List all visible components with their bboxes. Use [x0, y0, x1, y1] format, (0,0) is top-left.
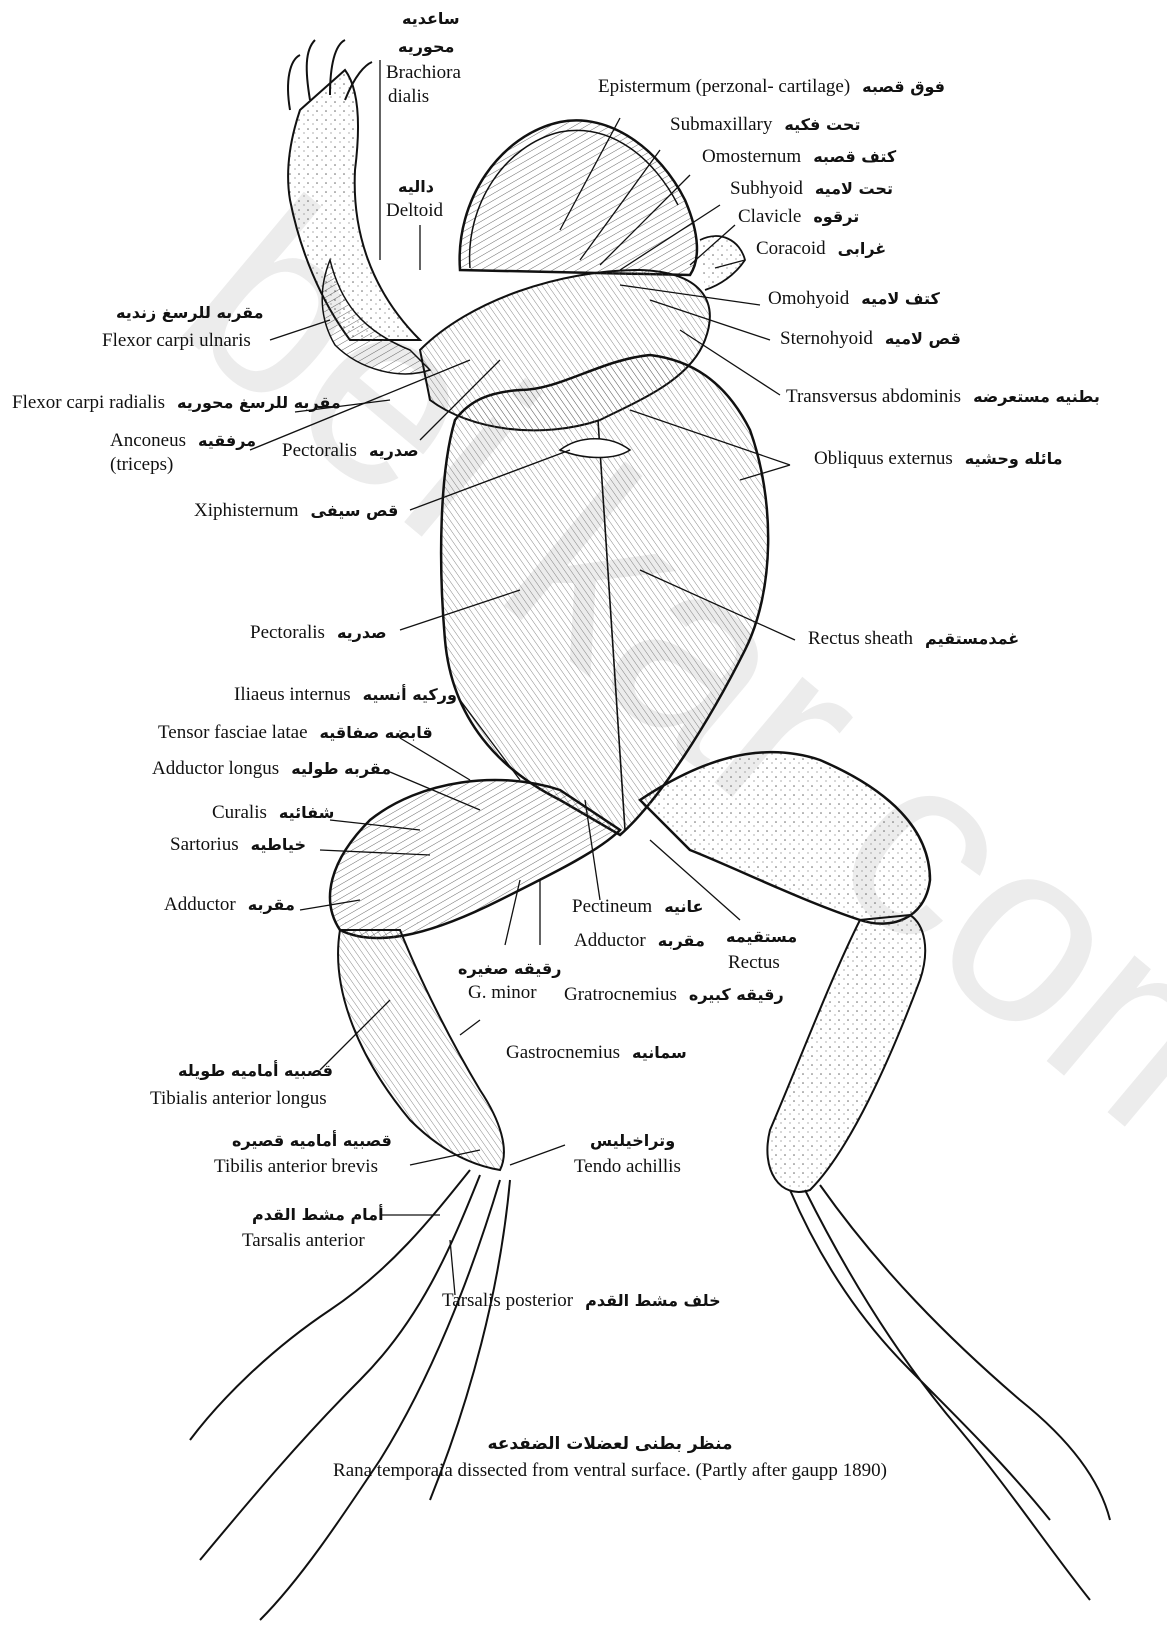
- label-deltoid-en: Deltoid: [386, 200, 443, 222]
- label-deltoid-ar: داليه: [398, 176, 434, 198]
- label-brachioradialis-ar: ساعديه: [402, 8, 460, 30]
- label-brachioradialis-en2: dialis: [388, 86, 429, 108]
- caption-english: Rana temporaia dissected from ventral su…: [280, 1460, 940, 1482]
- label-flexor-ulnaris-en: Flexor carpi ulnaris: [102, 330, 251, 352]
- caption-arabic: منظر بطنى لعضلات الضفدعه: [300, 1434, 920, 1454]
- label-rectus-en: Rectus: [728, 952, 780, 974]
- label-tib-brevis-en: Tibilis anterior brevis: [214, 1156, 378, 1178]
- label-brachioradialis-en1: Brachiora: [386, 62, 461, 84]
- label-episternum: Epistermum (perzonal- cartilage)فوق قصبه: [598, 76, 945, 98]
- label-tendo-ar: وتراخيليس: [590, 1130, 675, 1152]
- label-gminor-ar: رقيقه صغيره: [458, 958, 561, 980]
- label-brachioradialis-ar2: محوريه: [398, 36, 454, 58]
- label-tarsalis-ant-ar: أمام مشط القدم: [252, 1204, 384, 1226]
- head-outline: [460, 120, 697, 275]
- label-tarsalis-ant-en: Tarsalis anterior: [242, 1230, 365, 1252]
- label-gminor-en: G. minor: [468, 982, 537, 1004]
- label-flexor-ulnaris-ar: مقربه للرسغ زنديه: [116, 302, 264, 324]
- right-shank: [767, 915, 925, 1192]
- label-tib-longus-ar: قصبيه أماميه طويله: [178, 1060, 333, 1082]
- label-anconeus-en2: (triceps): [110, 454, 173, 476]
- right-arm: [700, 236, 745, 290]
- label-tib-brevis-ar: قصبيه أماميه قصيره: [232, 1130, 392, 1152]
- label-rectus-ar: مستقيمه: [726, 926, 797, 948]
- label-tib-longus-en: Tibialis anterior longus: [150, 1088, 327, 1110]
- right-foot: [790, 1185, 1110, 1600]
- label-tendo-en: Tendo achillis: [574, 1156, 681, 1178]
